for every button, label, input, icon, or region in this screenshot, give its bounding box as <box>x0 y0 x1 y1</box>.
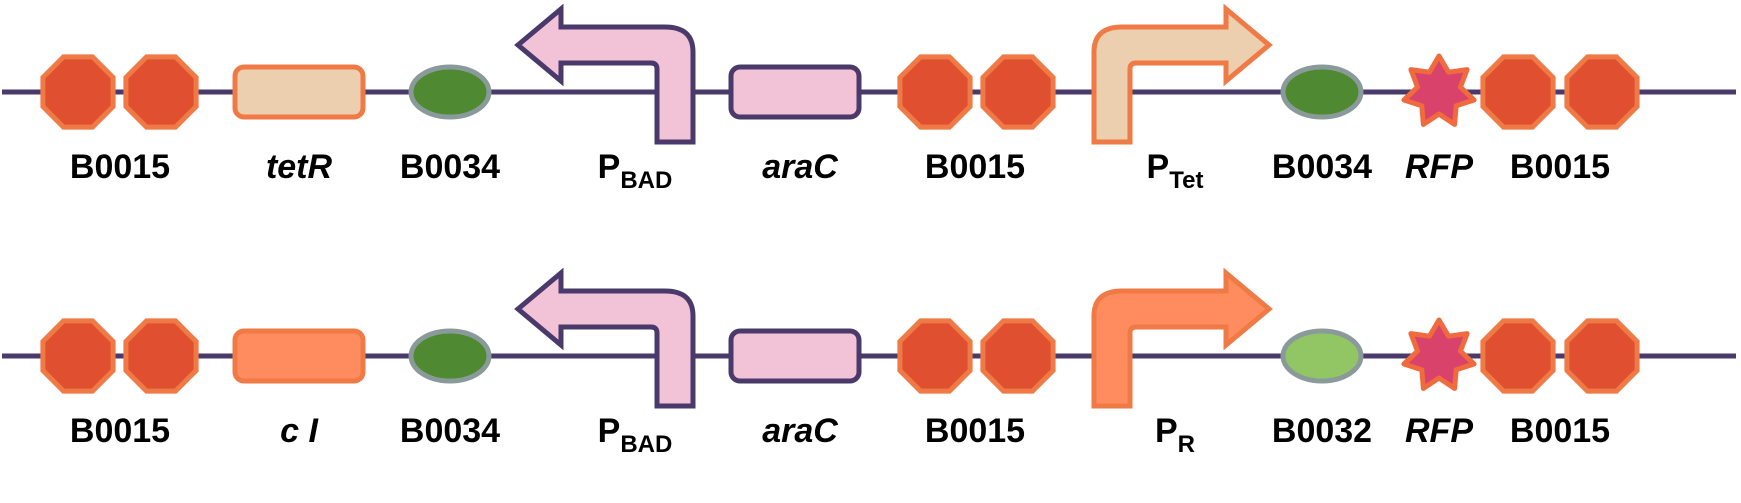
part-label: PR <box>1155 412 1195 458</box>
part-label: araC <box>762 148 838 186</box>
part-label: B0015 <box>925 412 1025 450</box>
cds-block <box>728 328 862 384</box>
terminator-icon <box>40 318 116 394</box>
part-label: B0015 <box>1510 148 1610 186</box>
terminator-icon <box>40 54 116 130</box>
part-label: B0015 <box>1510 412 1610 450</box>
part-label: B0034 <box>400 148 500 186</box>
reporter-star-icon <box>1401 317 1477 391</box>
part-label: PBAD <box>598 412 673 458</box>
terminator-icon <box>1564 54 1640 130</box>
cds-block <box>232 64 366 120</box>
part-sublabel: R <box>1178 431 1195 458</box>
terminator-icon <box>897 54 973 130</box>
part-label: araC <box>762 412 838 450</box>
promoter-arrow-icon <box>1091 267 1273 409</box>
part-label: RFP <box>1405 412 1473 450</box>
part-label: B0015 <box>925 148 1025 186</box>
part-label: c I <box>280 412 319 450</box>
part-label: B0034 <box>1272 148 1372 186</box>
rbs-icon <box>408 64 492 120</box>
promoter-arrow-icon <box>514 267 696 409</box>
terminator-icon <box>1480 54 1556 130</box>
construct-2: B0015 c I B0034 PBAD araC B0015 PR B0032 RFP B001… <box>2 267 1736 458</box>
part-sublabel: BAD <box>620 167 672 194</box>
part-sublabel: BAD <box>620 431 672 458</box>
terminator-icon <box>123 54 199 130</box>
part-label: B0034 <box>400 412 500 450</box>
terminator-icon <box>123 318 199 394</box>
reporter-star-icon <box>1401 53 1477 127</box>
cds-block <box>232 328 366 384</box>
rbs-icon <box>1280 328 1364 384</box>
part-label: PTet <box>1147 148 1204 194</box>
rbs-icon <box>1280 64 1364 120</box>
part-label: PBAD <box>598 148 673 194</box>
terminator-icon <box>980 54 1056 130</box>
part-label: B0015 <box>70 148 170 186</box>
rbs-icon <box>408 328 492 384</box>
part-label: B0032 <box>1272 412 1372 450</box>
terminator-icon <box>1564 318 1640 394</box>
promoter-arrow-icon <box>514 3 696 145</box>
cds-block <box>728 64 862 120</box>
promoter-arrow-icon <box>1091 3 1273 145</box>
terminator-icon <box>1480 318 1556 394</box>
part-label: tetR <box>266 148 333 186</box>
terminator-icon <box>980 318 1056 394</box>
part-label: B0015 <box>70 412 170 450</box>
construct-1: B0015 tetR B0034 PBAD araC B0015 PTet B0034 RFP B… <box>2 3 1736 194</box>
terminator-icon <box>897 318 973 394</box>
part-sublabel: Tet <box>1169 167 1203 194</box>
part-label: RFP <box>1405 148 1473 186</box>
